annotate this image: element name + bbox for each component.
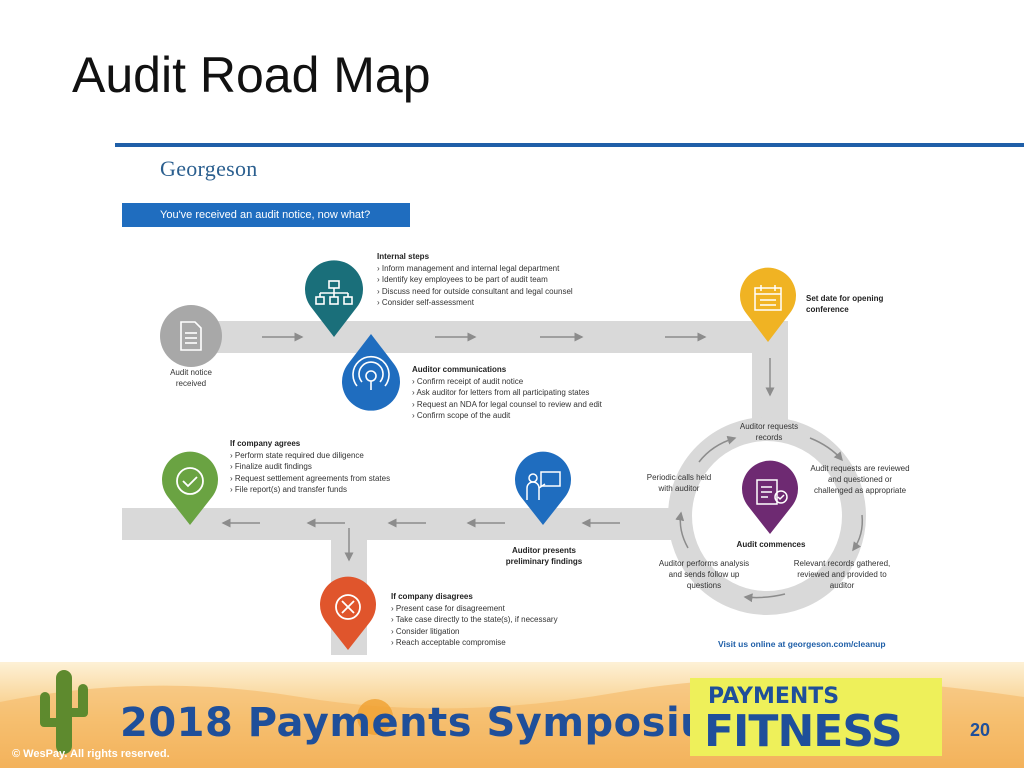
cycle-relevant-label: Relevant records gathered, reviewed and … — [793, 559, 891, 590]
preliminary-findings-pin — [514, 451, 571, 525]
arrow — [743, 593, 786, 603]
page-number: 20 — [970, 720, 991, 740]
fitness-logo — [690, 678, 942, 756]
banner: You've received an audit notice, now wha… — [122, 203, 410, 227]
fitness-logo-bottom: FITNESS — [704, 706, 903, 757]
slide-title: Audit Road Map — [72, 47, 431, 103]
checkmark-icon — [176, 467, 204, 495]
broadcast-icon — [352, 355, 390, 390]
notice-marker — [160, 305, 222, 367]
arrow — [809, 437, 843, 462]
audit-commences-label: Audit commences — [736, 540, 806, 549]
list-item: Consider self-assessment — [377, 297, 573, 309]
list-item: Discuss need for outside consultant and … — [377, 286, 573, 298]
list-item: Consider litigation — [391, 626, 558, 638]
list-item: Identify key employees to be part of aud… — [377, 274, 573, 286]
auditor-communications-text: Auditor communications Confirm receipt o… — [412, 364, 602, 422]
cactus-icon — [40, 670, 88, 754]
road-bottom — [122, 508, 682, 540]
symposium-title: 2018 Payments Symposium — [120, 700, 752, 746]
notice-label: Audit notice received — [170, 368, 212, 388]
visit-link[interactable]: Visit us online at georgeson.com/cleanup — [718, 639, 886, 649]
x-mark-icon — [335, 594, 361, 620]
cycle-requests-label: Auditor requests records — [739, 422, 799, 442]
arrow — [698, 435, 737, 463]
org-chart-icon — [315, 280, 353, 305]
list-item: Present case for disagreement — [391, 603, 558, 615]
cycle-analysis-label: Auditor performs analysis and sends foll… — [658, 559, 750, 590]
list-item: Ask auditor for letters from all partici… — [412, 387, 602, 399]
presenter-icon — [526, 471, 561, 500]
company-disagrees-pin — [320, 576, 377, 650]
checklist-icon — [756, 479, 788, 505]
auditor-communications-heading: Auditor communications — [412, 365, 507, 374]
company-disagrees-heading: If company disagrees — [391, 592, 473, 601]
auditor-communications-pin — [342, 334, 400, 411]
opening-conference-pin — [740, 267, 796, 342]
list-item: File report(s) and transfer funds — [230, 484, 390, 496]
cycle-reviewed-label: Audit requests are reviewed and question… — [810, 464, 910, 495]
road-arrows — [221, 332, 864, 603]
list-item: Confirm scope of the audit — [412, 410, 602, 422]
company-agrees-pin — [162, 451, 218, 525]
opening-conference-label: Set date for opening conference — [806, 294, 884, 314]
internal-steps-text: Internal steps Inform management and int… — [377, 251, 573, 309]
fitness-logo-top: PAYMENTS — [708, 684, 840, 709]
internal-steps-heading: Internal steps — [377, 252, 430, 261]
document-icon — [180, 321, 202, 351]
company-agrees-heading: If company agrees — [230, 439, 301, 448]
company-disagrees-text: If company disagrees Present case for di… — [391, 591, 558, 649]
company-agrees-text: If company agrees Perform state required… — [230, 438, 390, 496]
list-item: Confirm receipt of audit notice — [412, 376, 602, 388]
audit-commences-pin — [742, 460, 798, 534]
brand-logo: Georgeson — [160, 156, 258, 181]
title-rule — [115, 143, 1024, 147]
cycle-calls-label: Periodic calls held with auditor — [646, 473, 712, 493]
list-item: Perform state required due diligence — [230, 450, 390, 462]
list-item: Request an NDA for legal counsel to revi… — [412, 399, 602, 411]
copyright: © WesPay. All rights reserved. — [12, 748, 170, 760]
list-item: Take case directly to the state(s), if n… — [391, 614, 558, 626]
sun-icon — [357, 699, 393, 735]
arrow — [852, 514, 864, 552]
list-item: Reach acceptable compromise — [391, 637, 558, 649]
calendar-icon — [754, 285, 782, 311]
internal-steps-pin — [304, 260, 363, 337]
preliminary-findings-label: Auditor presents preliminary findings — [505, 546, 583, 566]
list-item: Inform management and internal legal dep… — [377, 263, 573, 275]
list-item: Request settlement agreements from state… — [230, 473, 390, 485]
list-item: Finalize audit findings — [230, 461, 390, 473]
arrow — [675, 511, 689, 549]
